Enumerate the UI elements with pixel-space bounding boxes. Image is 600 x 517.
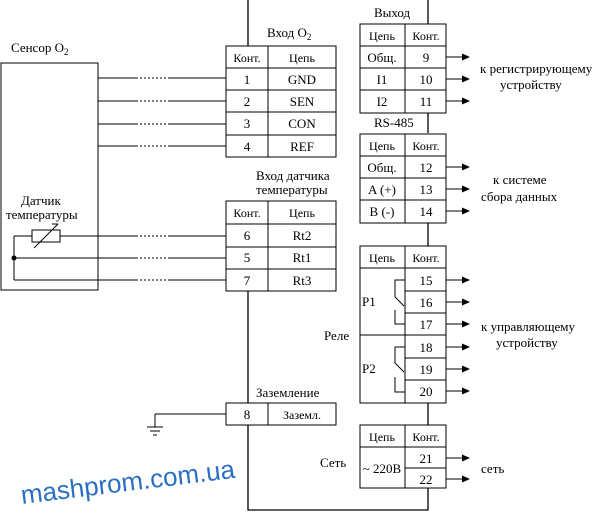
temp-header-pin: Конт. xyxy=(233,206,260,220)
o2-pin: 3 xyxy=(244,116,251,131)
relay-pin: 20 xyxy=(420,384,433,399)
ground-icon xyxy=(147,426,163,436)
o2-input-table: Вход O2 Конт. Цепь 1 GND 2 SEN 3 CON 4 R… xyxy=(225,25,337,158)
output-destination-line1: к регистрирующему xyxy=(480,61,593,76)
temp-signal: Rt2 xyxy=(293,228,312,243)
relay-pin: 17 xyxy=(420,317,434,332)
o2-pin: 4 xyxy=(244,139,251,154)
relay-pin: 19 xyxy=(420,362,433,377)
relay-contact-icon xyxy=(394,346,405,393)
relay-destination-line2: устройству xyxy=(496,335,558,350)
ground-title: Заземление xyxy=(256,385,320,400)
temp-wires xyxy=(98,235,226,281)
output-pin: 9 xyxy=(423,50,430,65)
rs485-table: RS-485 Цепь Конт. Общ. 12 A (+) 13 B (-)… xyxy=(359,115,558,224)
ground-pin: 8 xyxy=(244,407,251,422)
power-table: Сеть Цепь Конт. ~ 220В 21 22 сеть xyxy=(320,424,504,489)
o2-signal: SEN xyxy=(290,94,315,109)
relay-p1-label: P1 xyxy=(362,294,376,309)
rs485-signal: A (+) xyxy=(368,182,396,197)
sensor-o2-box xyxy=(0,62,99,291)
temp-sensor-label-line1: Датчик xyxy=(21,193,61,208)
ground-block: Заземление 8 Заземл. xyxy=(154,385,337,427)
power-pin: 22 xyxy=(420,472,433,487)
temp-pin: 7 xyxy=(244,273,251,288)
o2-input-title: Вход O2 xyxy=(267,25,311,42)
o2-pin: 2 xyxy=(244,94,251,109)
rs485-signal: Общ. xyxy=(367,160,396,175)
rs485-pin: 12 xyxy=(420,160,433,175)
relay-pin: 18 xyxy=(420,340,433,355)
temp-pin: 6 xyxy=(244,228,251,243)
temp-sensor-label-line2: температуры xyxy=(6,207,78,222)
output-table: Выход Цепь Конт. Общ. 9 I1 10 I2 11 к ре… xyxy=(359,5,593,114)
relay-pin: 15 xyxy=(420,273,433,288)
power-header-signal: Цепь xyxy=(369,430,395,444)
output-pin: 11 xyxy=(420,94,433,109)
rs485-header-pin: Конт. xyxy=(412,139,439,153)
o2-signal: CON xyxy=(288,116,316,131)
relay-destination-line1: к управляющему xyxy=(481,319,575,334)
output-signal: I1 xyxy=(377,72,388,87)
relay-title: Реле xyxy=(324,328,349,343)
relay-header-pin: Конт. xyxy=(412,251,439,265)
relay-header-signal: Цепь xyxy=(369,251,395,265)
o2-header-signal: Цепь xyxy=(289,51,315,65)
output-signal: I2 xyxy=(377,94,388,109)
relay-pin: 16 xyxy=(420,295,434,310)
o2-header-pin: Конт. xyxy=(233,51,260,65)
sensor-o2-label: Сенсор O2 xyxy=(11,40,68,57)
rs485-pin: 14 xyxy=(420,204,434,219)
device-body-outline xyxy=(247,0,429,511)
rs485-pin: 13 xyxy=(420,182,433,197)
thermistor-icon xyxy=(11,223,98,281)
relay-p2-label: P2 xyxy=(362,361,376,376)
relay-contact-icon xyxy=(394,279,405,325)
power-signal: ~ 220В xyxy=(363,461,402,476)
power-destination: сеть xyxy=(481,461,504,476)
output-destination-line2: устройству xyxy=(500,77,562,92)
rs485-header-signal: Цепь xyxy=(369,139,395,153)
temp-pin: 5 xyxy=(244,250,251,265)
power-header-pin: Конт. xyxy=(412,430,439,444)
rs485-title: RS-485 xyxy=(374,115,414,130)
output-header-signal: Цепь xyxy=(369,29,395,43)
o2-wires xyxy=(98,77,226,147)
temp-input-table: Вход датчика температуры Конт. Цепь 6 Rt… xyxy=(225,168,337,292)
power-title: Сеть xyxy=(320,455,346,470)
rs485-destination-line1: к системе xyxy=(493,172,547,187)
output-header-pin: Конт. xyxy=(412,29,439,43)
temp-header-signal: Цепь xyxy=(289,206,315,220)
relay-table: Реле Цепь Конт. P1 P2 15 16 17 18 19 20 xyxy=(324,245,575,404)
o2-signal: REF xyxy=(290,139,314,154)
rs485-destination-line2: сбора данных xyxy=(481,189,558,204)
o2-pin: 1 xyxy=(244,72,251,87)
temp-signal: Rt1 xyxy=(293,250,312,265)
power-pin: 21 xyxy=(420,451,433,466)
temp-input-title-line1: Вход датчика xyxy=(256,168,330,183)
ground-signal: Заземл. xyxy=(283,408,321,422)
temp-signal: Rt3 xyxy=(293,273,312,288)
rs485-signal: B (-) xyxy=(370,204,395,219)
output-pin: 10 xyxy=(420,72,433,87)
output-signal: Общ. xyxy=(367,50,396,65)
temp-input-title-line2: температуры xyxy=(256,182,328,197)
o2-signal: GND xyxy=(288,72,316,87)
output-title: Выход xyxy=(374,5,411,20)
sensor-o2-block: Сенсор O2 Датчик температуры xyxy=(0,40,99,291)
watermark: mashprom.com.ua xyxy=(19,454,237,510)
